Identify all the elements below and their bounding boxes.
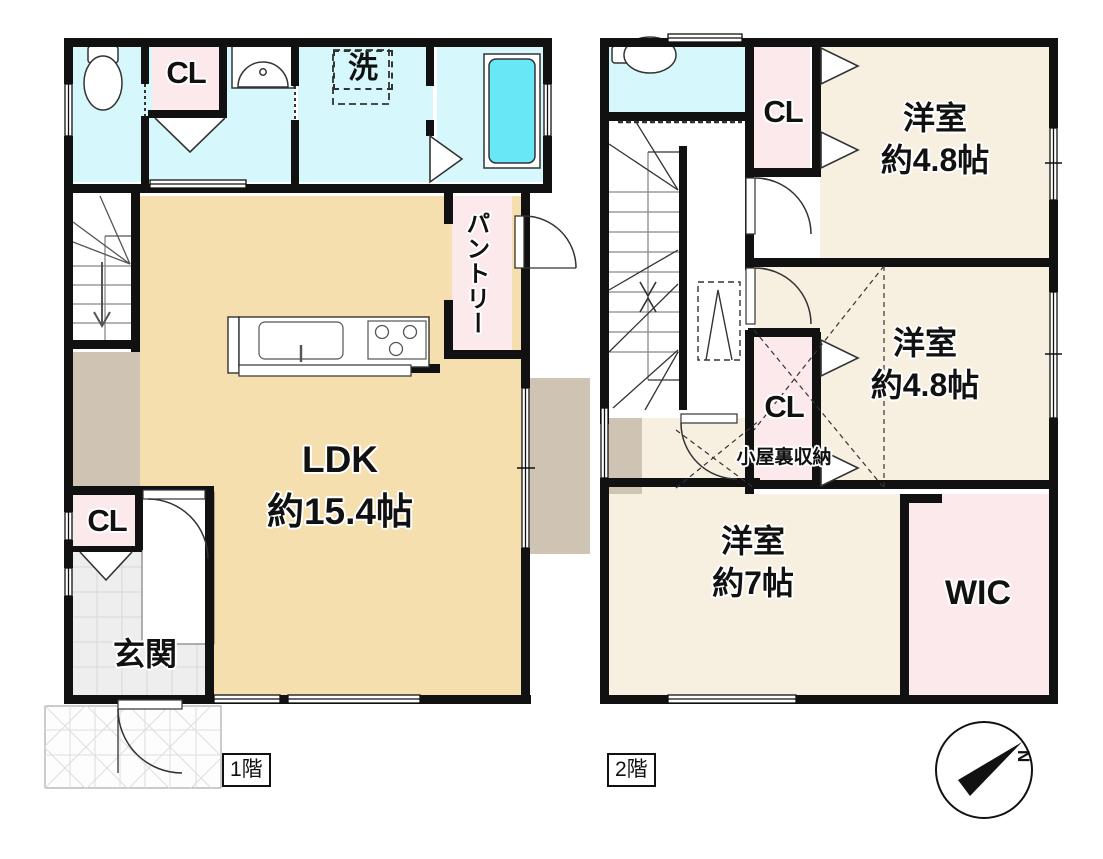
room-south-f2 [608, 494, 908, 700]
doors-floor1 [79, 84, 577, 774]
terrace-left-strip [64, 352, 140, 494]
room-north-f2 [820, 44, 1050, 266]
label-pantry: パントリー [461, 210, 489, 336]
entrance-cl [74, 494, 140, 550]
label-cl-mid-f2: CL [764, 389, 804, 424]
doors-floor2 [675, 46, 885, 489]
hand-basin-f1 [231, 45, 295, 89]
label-cl-hall-f1: CL [166, 55, 206, 90]
kitchen-counter-f1 [227, 316, 430, 377]
entrance-hall-step [141, 491, 215, 645]
label-ldk: LDK [301, 439, 379, 480]
windows-floor2 [600, 33, 1062, 704]
floor1-tag: 1階 [222, 753, 271, 787]
washroom-f1 [298, 44, 433, 182]
toilet-bowl-f1 [83, 45, 123, 111]
label-cl-north-f2: CL [763, 94, 803, 129]
label-room-mid-area-f2: 約4.8帖 [870, 367, 980, 403]
label-room-north-f2: 洋室 [902, 100, 967, 136]
north-arrow: N [935, 721, 1033, 819]
closet-cl-top-f1 [152, 44, 220, 116]
label-room-south-area-f2: 約7帖 [712, 565, 794, 601]
label-wic: WIC [944, 574, 1012, 612]
wic-f2 [908, 494, 1050, 700]
label-ldk-area: 約15.4帖 [266, 491, 413, 532]
floor1-group [44, 38, 590, 789]
floor2-group [600, 33, 1062, 704]
label-entrance: 玄関 [112, 636, 177, 672]
compass-north-letter: N [1014, 750, 1033, 762]
label-cl-entrance: CL [87, 503, 127, 538]
floor2-tag: 2階 [607, 753, 656, 787]
terrace-right [528, 378, 590, 554]
staircase-f1 [72, 195, 131, 340]
staircase-f2 [608, 120, 742, 411]
pantry-f1 [452, 196, 512, 354]
label-attic-storage: 小屋裏収納 [736, 447, 832, 468]
entrance-porch [44, 705, 222, 789]
label-room-mid-f2: 洋室 [892, 325, 957, 361]
label-room-north-area-f2: 約4.8帖 [880, 142, 990, 178]
label-washroom-f1: 洗 [333, 50, 393, 90]
closet-north-f2 [754, 44, 810, 176]
bathtub [488, 58, 536, 164]
label-room-south-f2: 洋室 [720, 523, 785, 559]
windows-floor1 [64, 83, 552, 704]
closet-mid-f2 [756, 336, 812, 488]
